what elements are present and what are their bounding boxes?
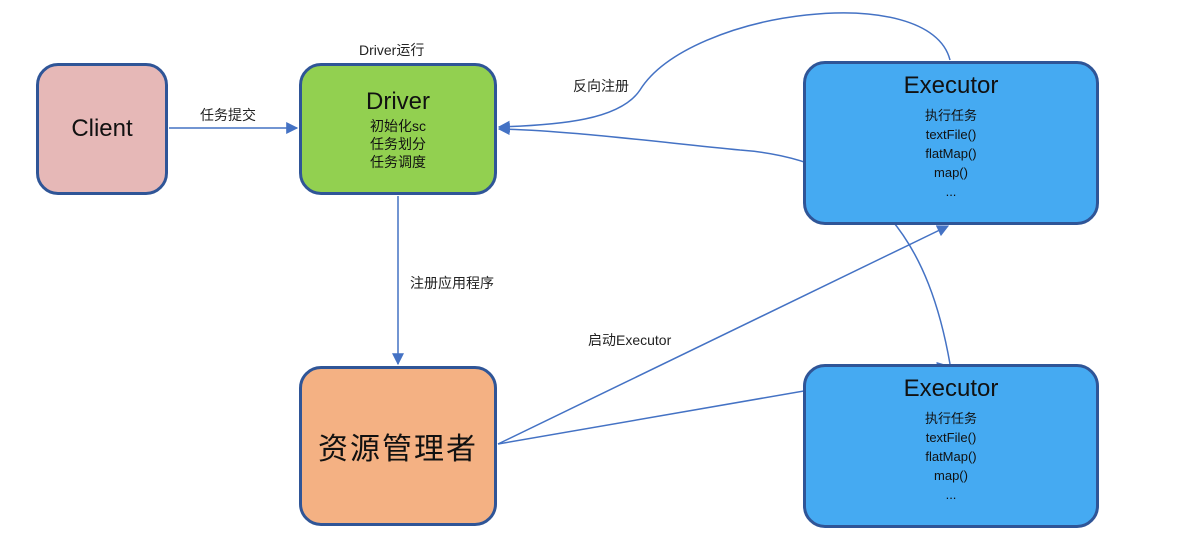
executor-1-line: map() bbox=[934, 165, 968, 180]
executor-1-line: 执行任务 bbox=[924, 108, 977, 123]
label-submit-task: 任务提交 bbox=[200, 107, 256, 123]
executor-2-line: 执行任务 bbox=[924, 411, 977, 426]
executor-1-line: textFile() bbox=[925, 127, 977, 142]
executor-2-line: ... bbox=[945, 487, 957, 502]
driver-line-init: 初始化sc bbox=[370, 118, 426, 134]
resource-manager-node: 资源管理者 bbox=[299, 366, 497, 526]
arrow-reverse-register-1 bbox=[497, 12, 951, 133]
label-reverse-register: 反向注册 bbox=[573, 78, 629, 94]
executor-node-2: Executor 执行任务 textFile() flatMap() map()… bbox=[803, 364, 1099, 528]
executor-1-line: ... bbox=[945, 184, 957, 199]
label-start-executor: 启动Executor bbox=[588, 332, 672, 348]
arrow-start-executor-1 bbox=[497, 225, 950, 445]
executor-2-line: flatMap() bbox=[925, 449, 977, 464]
driver-node: Driver 初始化sc 任务划分 任务调度 bbox=[299, 63, 497, 195]
driver-line-schedule: 任务调度 bbox=[370, 154, 426, 170]
executor-1-line: flatMap() bbox=[925, 146, 977, 161]
executor-1-title: Executor bbox=[903, 72, 999, 99]
driver-line-partition: 任务划分 bbox=[370, 136, 426, 152]
arrow-reverse-register-2 bbox=[497, 123, 951, 365]
driver-caption: Driver运行 bbox=[359, 42, 425, 58]
client-label: Client bbox=[71, 115, 133, 142]
executor-2-line: textFile() bbox=[925, 430, 977, 445]
executor-2-line: map() bbox=[934, 468, 968, 483]
client-node: Client bbox=[36, 63, 168, 195]
resource-manager-label: 资源管理者 bbox=[318, 433, 478, 466]
driver-title: Driver bbox=[366, 88, 430, 115]
label-register-app: 注册应用程序 bbox=[410, 275, 494, 291]
executor-node-1: Executor 执行任务 textFile() flatMap() map()… bbox=[803, 61, 1099, 225]
executor-2-title: Executor bbox=[903, 375, 999, 402]
